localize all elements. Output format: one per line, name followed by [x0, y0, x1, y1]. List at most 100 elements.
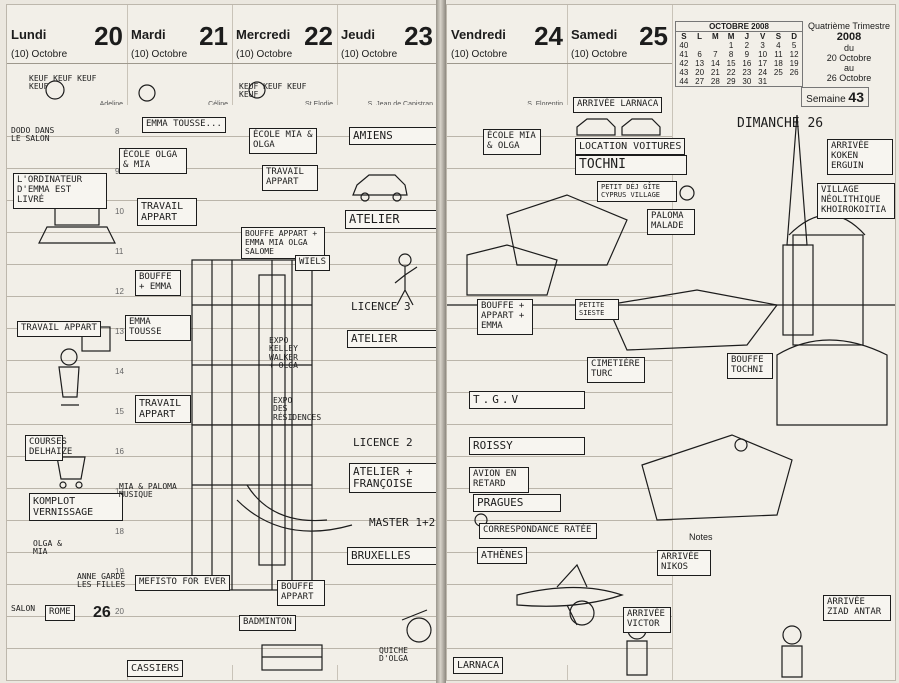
calendar-cell: 16 [742, 59, 752, 68]
quarter-year: 2008 [836, 31, 862, 43]
note-larnaca: LARNACA [453, 657, 504, 674]
note-atelier-1: ATELIER [345, 210, 437, 230]
hour-label: 8 [115, 127, 120, 136]
calendar-cell: M [727, 32, 735, 41]
note-mefisto: MEFISTO FOR EVER [135, 575, 230, 591]
week-number: Semaine 43 [801, 87, 869, 107]
saint-name: S. Florentin [527, 101, 563, 108]
calendar-cell: 25 [773, 68, 783, 77]
note-keuf-wednesday: KEUF KEUF KEUF KEUF [239, 82, 307, 100]
week-value: 43 [848, 89, 864, 105]
day-name: Jeudi [341, 27, 375, 42]
right-agenda-page: Vendredi 24 (10) Octobre S. Florentin Sa… [446, 4, 896, 681]
note-rome: ROME [45, 605, 75, 621]
day-column-friday: Vendredi 24 (10) Octobre S. Florentin [447, 5, 568, 680]
note-licence-3: LICENCE 3 [351, 300, 411, 313]
note-salon: SALON [11, 604, 36, 613]
note-location: LOCATION VOITURES [575, 138, 686, 155]
calendar-cell: 4 [776, 41, 781, 50]
note-ecole-olga: ÉCOLE OLGA & MIA [119, 148, 187, 174]
note-petit-dej: PETIT DÉJ GÎTE CYPRUS VILLAGE [597, 181, 677, 203]
calendar-title: OCTOBRE 2008 [676, 22, 802, 32]
hour-label: 11 [115, 247, 124, 256]
calendar-cell: 7 [713, 50, 718, 59]
day-column-thursday: Jeudi 23 (10) Octobre S. Jean de Capistr… [337, 5, 437, 680]
calendar-cell: 15 [726, 59, 736, 68]
day-number-sunday: 26 [93, 604, 111, 621]
saint-name: St Elodie [305, 101, 333, 108]
week-label: Semaine [806, 94, 846, 105]
calendar-cell: 10 [758, 50, 768, 59]
calendar-cell [786, 77, 802, 86]
note-arrivee-ziad: ARRIVÉE ZIAD ANTAR [823, 595, 891, 621]
note-bouffe-appart-2: BOUFFE APPART [277, 580, 325, 606]
calendar-cell: 12 [789, 50, 799, 59]
note-correspondance: CORRESPONDANCE RATÉE [479, 523, 597, 539]
day-name: Mardi [131, 27, 166, 42]
note-expo-kelley: EXPO KELLEY WALKER + OLGA [269, 336, 298, 371]
calendar-cell: 18 [773, 59, 783, 68]
note-badminton: BADMINTON [239, 615, 296, 631]
calendar-cell: 41 [679, 50, 689, 59]
note-atelier-2: ATELIER [347, 330, 437, 349]
saint-name: S. Jean de Capistran [368, 101, 433, 108]
note-dimanche: DIMANCHE 26 [737, 116, 824, 131]
calendar-cell: 3 [760, 41, 765, 50]
note-bouffe-vendredi: BOUFFE + APPART + EMMA [477, 299, 533, 335]
calendar-cell: 26 [789, 68, 799, 77]
saint-name: Adeline [100, 101, 123, 108]
hour-label: 10 [115, 207, 124, 216]
note-komplot: KOMPLOT VERNISSAGE [29, 493, 123, 521]
note-ecole-mia-olga: ÉCOLE MIA & OLGA [249, 128, 317, 154]
note-travail-appart-mardi-2: TRAVAIL APPART [135, 395, 191, 423]
note-ecole: ÉCOLE MIA & OLGA [483, 129, 541, 155]
calendar-cell: 30 [742, 77, 752, 86]
calendar-cell: M [712, 32, 719, 41]
calendar-cell: 2 [744, 41, 750, 50]
quarter-info: Quatrième Trimestre 2008 du 20 Octobre a… [807, 21, 891, 83]
calendar-cell: 9 [744, 50, 750, 59]
note-wiels: WIELS [295, 255, 331, 271]
note-arrivee-victor: ARRIVÉE VICTOR [623, 607, 671, 633]
day-header: Mardi 21 (10) Octobre [127, 5, 232, 64]
day-header: Mercredi 22 (10) Octobre [232, 5, 337, 64]
note-arrivee-larnaca: ARRIVÉE LARNACA [573, 97, 663, 113]
note-cassiers: CASSIERS [127, 660, 184, 677]
hour-grid [447, 105, 567, 665]
notes-label: Notes [689, 532, 713, 542]
day-name: Samedi [571, 27, 618, 42]
note-avion-retard: AVION EN RETARD [469, 467, 529, 493]
note-prague: PRAGUES [473, 494, 561, 513]
calendar-cell: J [744, 32, 750, 41]
day-number: 20 [94, 21, 123, 51]
note-travail-appart-mercredi: TRAVAIL APPART [262, 165, 318, 191]
note-master: MASTER 1+2 [369, 516, 436, 529]
calendar-cell: 44 [679, 77, 689, 86]
calendar-cell: 8 [728, 50, 734, 59]
quarter-title: Quatrième Trimestre [807, 21, 891, 31]
calendar-cell: S [681, 32, 687, 41]
note-paloma: PALOMA MALADE [647, 209, 695, 235]
note-anne-garde: ANNE GARDE LES FILLES [77, 572, 126, 590]
quarter-end: 26 Octobre [826, 73, 872, 83]
hour-grid [337, 105, 437, 665]
day-number: 24 [534, 21, 563, 51]
note-emma-tousse-2: EMMA TOUSSE [125, 315, 191, 341]
note-petite-sieste: PETITE SIESTE [575, 299, 619, 321]
saint-name: Céline [208, 101, 228, 108]
calendar-cell: 11 [774, 50, 783, 59]
calendar-cell: S [775, 32, 782, 41]
hour-label: 14 [115, 367, 124, 376]
hour-label: 9 [115, 167, 120, 176]
calendar-cell: 40 [679, 41, 689, 50]
note-olga-mia: OLGA & MIA [33, 539, 62, 557]
note-bouffe-emma: BOUFFE + EMMA [135, 270, 181, 296]
day-number: 25 [639, 21, 668, 51]
left-agenda-page: Lundi 20 (10) Octobre Adeline Mardi 21 (… [6, 4, 438, 681]
note-atelier-3: ATELIER + FRANÇOISE [349, 463, 437, 494]
